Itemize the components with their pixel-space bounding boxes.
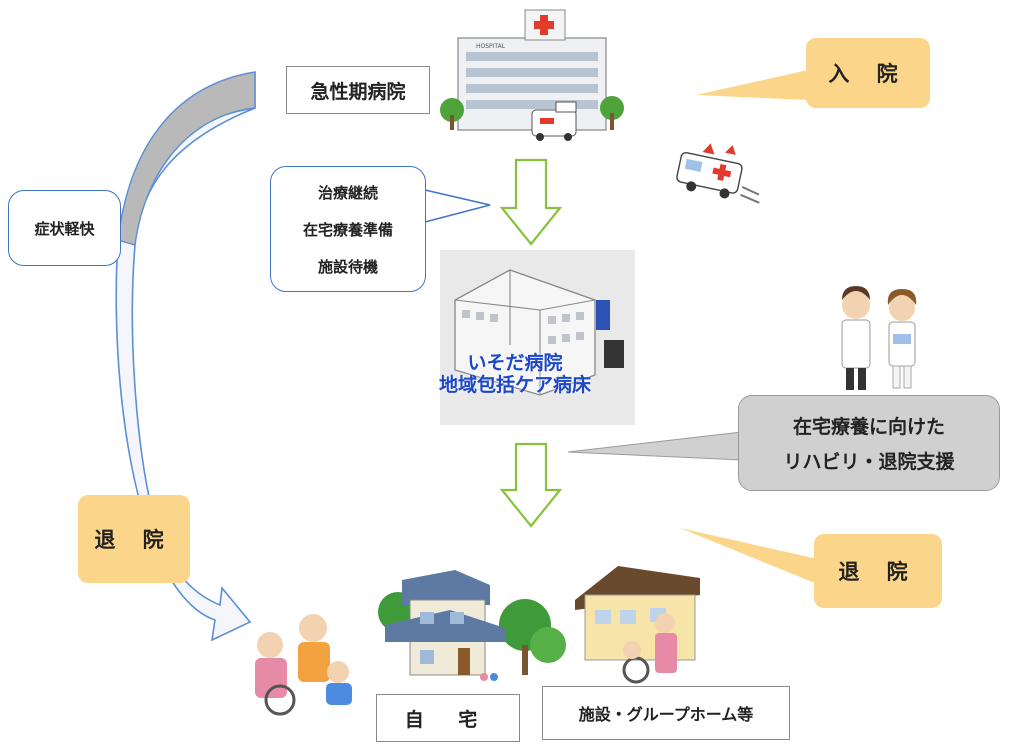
admission-bubble: 入 院 xyxy=(806,38,930,108)
symptom-relief-text: 症状軽快 xyxy=(34,219,95,238)
discharge-right-bubble: 退 院 xyxy=(814,534,942,608)
acute-hospital-label: 急性期病院 xyxy=(286,66,430,114)
home-house-illustration xyxy=(378,570,566,681)
green-arrow-upper xyxy=(499,158,563,246)
rehab-line-2: リハビリ・退院支援 xyxy=(783,451,955,473)
home-label: 自 宅 xyxy=(376,694,520,742)
treatment-pointer xyxy=(424,188,491,224)
discharge-right-pointer xyxy=(680,528,822,586)
isoda-ward: 地域包括ケア病床 xyxy=(438,374,591,396)
treatment-bubble: 治療継続 在宅療養準備 施設待機 xyxy=(270,166,426,292)
ambulance-illustration xyxy=(676,143,760,204)
treatment-line-2: 在宅療養準備 xyxy=(302,220,393,239)
doctor-nurse-illustration xyxy=(841,286,917,390)
isoda-hospital-caption: いそだ病院 地域包括ケア病床 xyxy=(385,352,645,396)
treatment-line-1: 治療継続 xyxy=(317,183,378,202)
symptom-relief-bubble: 症状軽快 xyxy=(8,190,121,266)
green-arrow-lower xyxy=(499,442,563,528)
hospital-sign: HOSPITAL xyxy=(476,43,506,50)
facility-label: 施設・グループホーム等 xyxy=(542,686,790,740)
treatment-line-3: 施設待機 xyxy=(317,257,378,276)
rehab-bubble: 在宅療養に向けた リハビリ・退院支援 xyxy=(738,395,1000,491)
discharge-left-label: 退 院 xyxy=(78,495,190,583)
hospital-illustration: HOSPITAL xyxy=(440,9,624,141)
family-illustration xyxy=(255,614,352,716)
group-home-illustration xyxy=(575,566,700,684)
isoda-name: いそだ病院 xyxy=(467,352,563,374)
rehab-pointer xyxy=(567,431,743,461)
isoda-hospital-illustration xyxy=(440,250,635,425)
rehab-line-1: 在宅療養に向けた xyxy=(792,416,945,438)
admission-pointer xyxy=(696,70,808,100)
